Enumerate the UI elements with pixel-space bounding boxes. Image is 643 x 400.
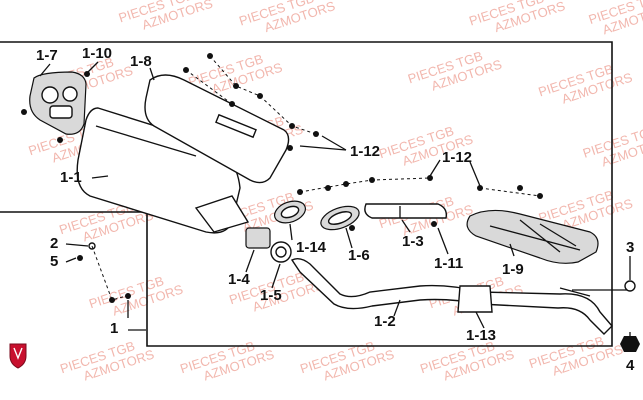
label-1-2: 1-2	[374, 313, 396, 330]
label-3: 3	[626, 239, 634, 256]
label-1-13: 1-13	[466, 327, 496, 344]
clamp-part	[320, 205, 360, 231]
screw-icon	[21, 109, 27, 115]
exhaust-pipe-shield-part	[466, 209, 599, 264]
heat-shield-pipe-part	[364, 203, 448, 219]
bolt-icon	[77, 255, 83, 261]
label-2: 2	[50, 235, 58, 252]
diagram-frame	[0, 41, 613, 347]
o-ring-part	[624, 280, 636, 292]
leader-line	[429, 159, 481, 187]
leader-line	[321, 135, 347, 151]
screw-icon	[57, 137, 63, 143]
spacer-part	[245, 227, 271, 249]
label-1-7: 1-7	[36, 47, 58, 64]
leader-line	[299, 145, 347, 151]
part-labels: 1-7 1-10 1-8 1-12 1-12 1-1 2 5 1-14 1-6 …	[36, 45, 635, 374]
label-1-10: 1-10	[82, 45, 112, 62]
label-1-1: 1-1	[60, 169, 82, 186]
bolt-icon	[125, 293, 131, 299]
bolt-icon	[109, 297, 115, 303]
label-1-9: 1-9	[502, 261, 524, 278]
gasket-part	[273, 200, 307, 224]
leader-lines	[39, 61, 631, 336]
nut-icon	[620, 336, 640, 352]
label-1: 1	[110, 320, 118, 337]
muffler-part	[76, 107, 250, 234]
label-4: 4	[626, 357, 635, 374]
azmotors-shield-icon	[9, 343, 27, 369]
heat-shield-part	[144, 74, 290, 184]
label-1-6: 1-6	[348, 247, 370, 264]
screw-icon	[84, 71, 90, 77]
label-1-4: 1-4	[228, 271, 250, 288]
label-1-8: 1-8	[130, 53, 152, 70]
label-1-5: 1-5	[260, 287, 282, 304]
label-1-14: 1-14	[296, 239, 327, 256]
pipe-fasteners	[297, 175, 543, 231]
exhaust-pipe-part	[290, 257, 613, 335]
end-cap-part	[29, 71, 87, 135]
label-1-11: 1-11	[434, 255, 463, 272]
label-1-12: 1-12	[350, 143, 380, 160]
leader-line	[559, 287, 630, 297]
label-5: 5	[50, 253, 58, 270]
label-1-3: 1-3	[402, 233, 424, 250]
label-1-12: 1-12	[442, 149, 472, 166]
shield-fasteners	[183, 53, 319, 151]
bolt-path	[91, 245, 127, 301]
